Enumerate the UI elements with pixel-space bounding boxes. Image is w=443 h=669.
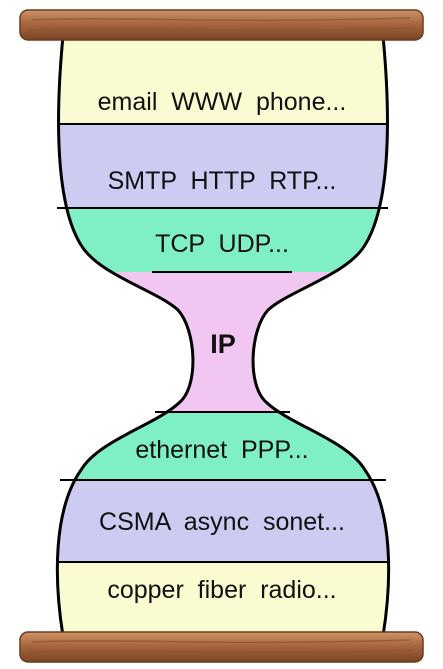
layer-label-link: ethernet PPP... xyxy=(135,436,308,464)
top-wood-plank xyxy=(19,9,424,41)
layer-band-mac xyxy=(57,480,389,562)
layer-label-protocol: SMTP HTTP RTP... xyxy=(108,167,337,195)
bottom-wood-cap xyxy=(19,631,424,663)
top-wood-grain xyxy=(29,17,413,32)
layer-band-application xyxy=(57,36,389,124)
layer-band-transport xyxy=(57,208,389,272)
layer-band-protocol xyxy=(57,124,389,208)
bottom-wood-plank xyxy=(19,631,424,663)
layer-dividers xyxy=(57,123,388,563)
layer-label-ip: IP xyxy=(210,329,236,359)
layer-label-mac: CSMA async sonet... xyxy=(99,508,345,536)
layer-labels: email WWW phone... SMTP HTTP RTP... TCP … xyxy=(98,88,347,604)
layer-band-physical xyxy=(57,562,389,636)
top-wood-cap xyxy=(19,9,424,41)
bottom-wood-grain xyxy=(29,639,413,654)
layer-label-application: email WWW phone... xyxy=(98,88,347,116)
layer-label-physical: copper fiber radio... xyxy=(107,576,336,604)
layer-label-transport: TCP UDP... xyxy=(155,230,289,258)
